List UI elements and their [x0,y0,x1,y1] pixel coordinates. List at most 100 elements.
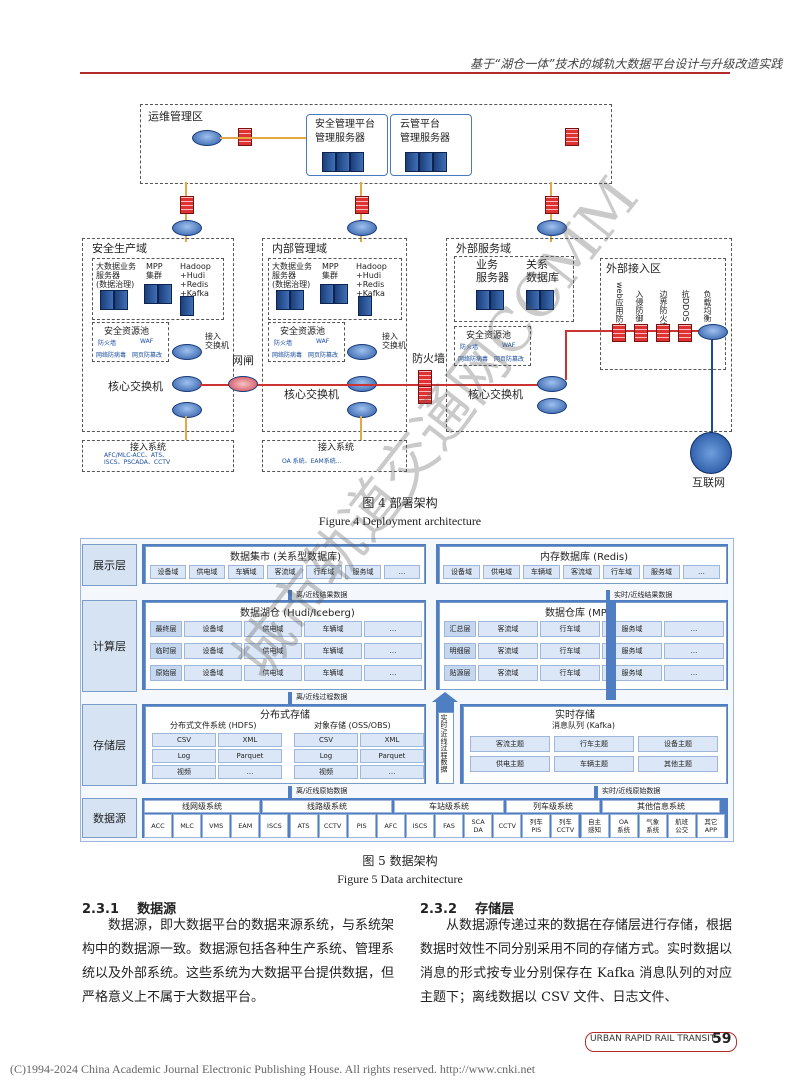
firewall-icon [612,324,626,342]
switch-icon [698,324,728,340]
sec-pool [454,326,531,366]
domain-cell: 设备域 [184,621,242,637]
layer-compute: 计算层 [82,600,137,692]
format-cell: Parquet [218,749,282,763]
domain-cell: 客流域 [478,643,538,659]
domain-cell: 车辆域 [304,621,362,637]
mpp-label: MPP 集群 [146,262,163,280]
domain-cell: 供电域 [244,643,302,659]
page-number: 59 [712,1031,732,1047]
domain-cell: ... [683,565,720,579]
access-sys-label: 接入系统 [130,443,167,453]
oss-title: 对象存储 (OSS/OBS) [314,721,391,730]
source-item: SCA DA [464,814,493,838]
sec-pool [92,322,169,362]
format-cell: CSV [294,733,358,747]
flow-arrow [594,786,598,798]
anti-tamper-label: 网页防篡改 [494,356,525,363]
web-fw-label: web应用防火墙 [615,282,624,339]
format-cell: XML [360,733,424,747]
access-switch-label: 接入 交换机 [382,332,406,350]
access-sys-list: AFC/MLC-ACC、ATS、 ISCS、PSCADA、CCTV [104,452,171,466]
format-cell: Log [294,749,358,763]
flow-arrow-up-icon [432,692,458,702]
domain-cell: 行车域 [603,565,640,579]
firewall-icon [545,196,559,214]
fw-label: 防火墙 [274,340,293,347]
switch-icon [347,220,377,236]
layer-row-name: 贴源层 [444,665,476,681]
domain-cell: 服务域 [602,643,662,659]
ext-access-label: 外部接入区 [606,262,661,275]
mem-title: 内存数据库 (Redis) [540,552,628,563]
anti-tamper-label: 网页防篡改 [308,352,339,359]
layer-row-name: 临时层 [150,643,182,659]
external-zone [446,238,732,432]
source-group: 线网级系统 [144,800,260,813]
header-rule [80,72,730,74]
domain-cell: 服务域 [345,565,381,579]
ext-access-zone [600,258,726,370]
source-group: 线路级系统 [262,800,392,813]
link-line [200,384,540,386]
access-sys-box [82,440,234,472]
format-cell: 视频 [152,765,216,779]
flow-arrow [288,692,292,704]
running-header: 基于“湖仓一体”技术的城轨大数据平台设计与升级改造实践 [470,57,783,71]
format-cell: ... [360,765,424,779]
server-icon [405,152,419,172]
topic-cell: 设备主题 [638,736,718,752]
fw-label: 防火墙 [460,344,479,351]
firewall-label: 防火墙 [412,352,445,365]
domain-cell: 行车域 [540,665,600,681]
source-item: 列车 PIS [522,814,551,838]
format-cell: CSV [152,733,216,747]
layer-row-name: 汇总层 [444,621,476,637]
internet-label: 互联网 [692,476,725,489]
mart-title: 数据集市 (关系型数据库) [230,552,341,563]
source-item: CCTV [493,814,522,838]
domain-cell: ... [364,665,422,681]
format-cell: 视频 [294,765,358,779]
fig4-caption-en: Figure 4 Deployment architecture [318,514,482,528]
access-sys-list: OA 系统、EAM系统... [282,458,342,465]
flow-arrow [288,590,292,600]
source-item: CCTV [318,814,347,838]
rt-title: 实时存储 [555,710,595,721]
flow-arrow [288,786,292,798]
access-sys-box [262,440,407,472]
domain-cell: ... [664,621,724,637]
layer-source: 数据源 [82,798,137,838]
firewall-icon [656,324,670,342]
waf-label: WAF [502,342,516,349]
layer-storage: 存储层 [82,704,137,786]
server-icon [336,152,350,172]
firewall-icon [634,324,648,342]
format-cell: XML [218,733,282,747]
flow-label-offline-process: 离/近线过程数据 [296,693,348,701]
domain-cell: 服务域 [643,565,680,579]
sec-pool [268,322,345,362]
server-icon [276,290,290,310]
domain-cell: 服务域 [602,665,662,681]
server-icon [144,284,158,304]
source-item: 其它 APP [696,814,725,838]
layer-row-name: 原始层 [150,665,182,681]
switch-icon [172,344,202,360]
hadoop-label: Hadoop +Hudi +Redis +Kafka [356,262,387,298]
domain-cell: 行车域 [540,621,600,637]
format-cell: Log [152,749,216,763]
server-icon [158,284,172,304]
gateway-icon [228,376,258,392]
core-switch-label: 核心交换机 [468,388,523,401]
server-icon [290,290,304,310]
domain-cell: 设备域 [443,565,480,579]
domain-cell: 服务域 [602,621,662,637]
source-group: 列车级系统 [506,800,600,813]
fig5-caption-cn: 图 5 数据架构 [362,854,438,868]
server-icon [334,284,348,304]
safety-zone-label: 安全生产域 [92,242,147,255]
intrusion-label: 入侵防御 [635,290,644,322]
ops-zone [140,104,612,184]
topic-cell: 供电主题 [470,756,550,772]
